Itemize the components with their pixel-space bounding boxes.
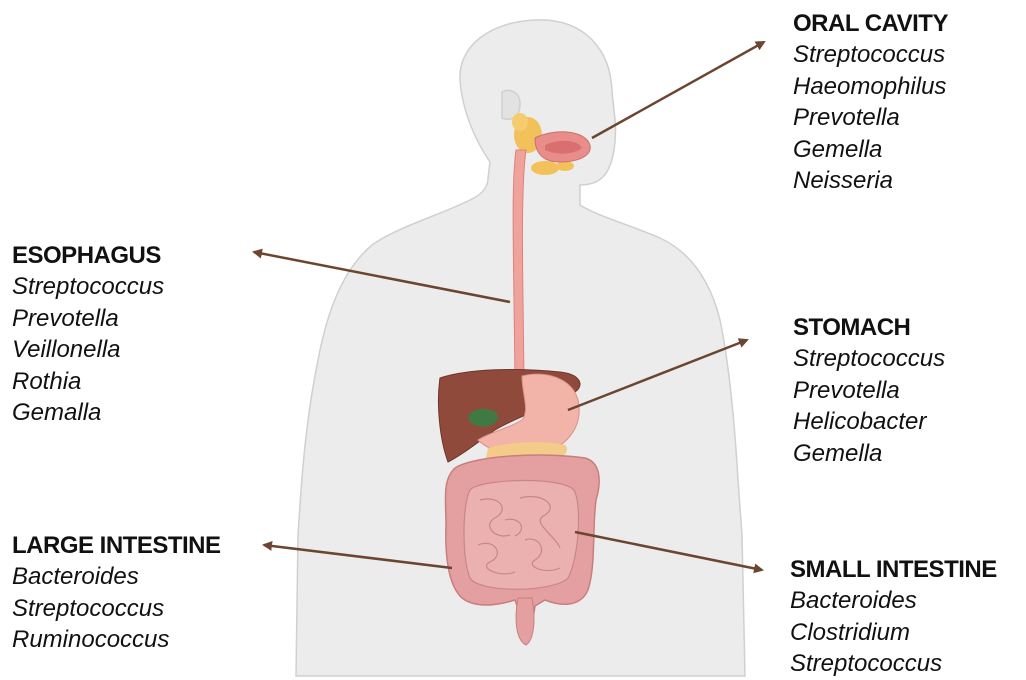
genus-item: Streptococcus <box>793 39 948 71</box>
genus-item: Streptococcus <box>12 593 221 625</box>
genus-item: Veillonella <box>12 334 164 366</box>
genus-item: Gemella <box>793 438 945 470</box>
small-intestine-organ <box>464 481 579 590</box>
genus-item: Prevotella <box>12 303 164 335</box>
genus-item: Neisseria <box>793 165 948 197</box>
genus-item: Helicobacter <box>793 406 945 438</box>
genus-item: Gemella <box>793 134 948 166</box>
oral-cavity-label: ORAL CAVITY Streptococcus Haeomophilus P… <box>793 8 948 197</box>
genus-item: Gemalla <box>12 397 164 429</box>
oral-cavity-organ <box>535 132 590 162</box>
large-intestine-title: LARGE INTESTINE <box>12 530 221 561</box>
genus-item: Bacteroides <box>12 561 221 593</box>
esophagus-label: ESOPHAGUS Streptococcus Prevotella Veill… <box>12 240 164 429</box>
genus-item: Streptococcus <box>790 648 997 680</box>
esophagus-genera: Streptococcus Prevotella Veillonella Rot… <box>12 271 164 429</box>
genus-item: Prevotella <box>793 102 948 134</box>
genus-item: Haeomophilus <box>793 71 948 103</box>
genus-item: Prevotella <box>793 375 945 407</box>
genus-item: Streptococcus <box>793 343 945 375</box>
large-intestine-genera: Bacteroides Streptococcus Ruminococcus <box>12 561 221 656</box>
genus-item: Clostridium <box>790 617 997 649</box>
genus-item: Streptococcus <box>12 271 164 303</box>
stomach-label: STOMACH Streptococcus Prevotella Helicob… <box>793 312 945 469</box>
genus-item: Bacteroides <box>790 585 997 617</box>
oral-cavity-genera: Streptococcus Haeomophilus Prevotella Ge… <box>793 39 948 197</box>
oral-cavity-title: ORAL CAVITY <box>793 8 948 39</box>
stomach-title: STOMACH <box>793 312 945 343</box>
arrow-oral-cavity <box>592 42 764 138</box>
small-intestine-label: SMALL INTESTINE Bacteroides Clostridium … <box>790 554 997 680</box>
genus-item: Ruminococcus <box>12 624 221 656</box>
genus-item: Rothia <box>12 366 164 398</box>
small-intestine-title: SMALL INTESTINE <box>790 554 997 585</box>
esophagus-title: ESOPHAGUS <box>12 240 164 271</box>
large-intestine-label: LARGE INTESTINE Bacteroides Streptococcu… <box>12 530 221 656</box>
stomach-genera: Streptococcus Prevotella Helicobacter Ge… <box>793 343 945 469</box>
small-intestine-genera: Bacteroides Clostridium Streptococcus <box>790 585 997 680</box>
